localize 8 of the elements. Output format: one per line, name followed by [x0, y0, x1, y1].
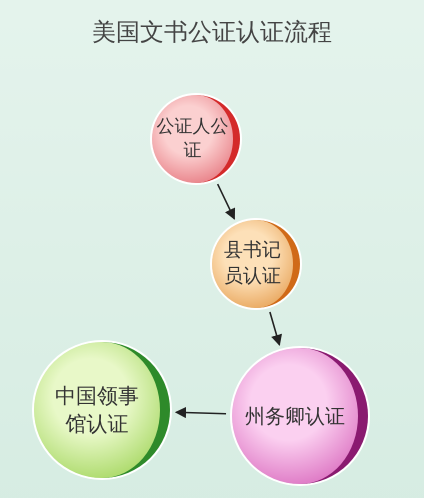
node-label: 中国领事馆认证 — [54, 382, 140, 438]
arrow — [269, 312, 282, 346]
title: 美国文书公证认证流程 — [91, 17, 333, 48]
arrow — [216, 184, 236, 220]
node-label: 州务卿认证 — [244, 402, 346, 430]
node-label: 公证人公证 — [156, 114, 230, 163]
node-label: 县书记员认证 — [223, 238, 282, 289]
arrow — [174, 406, 226, 418]
